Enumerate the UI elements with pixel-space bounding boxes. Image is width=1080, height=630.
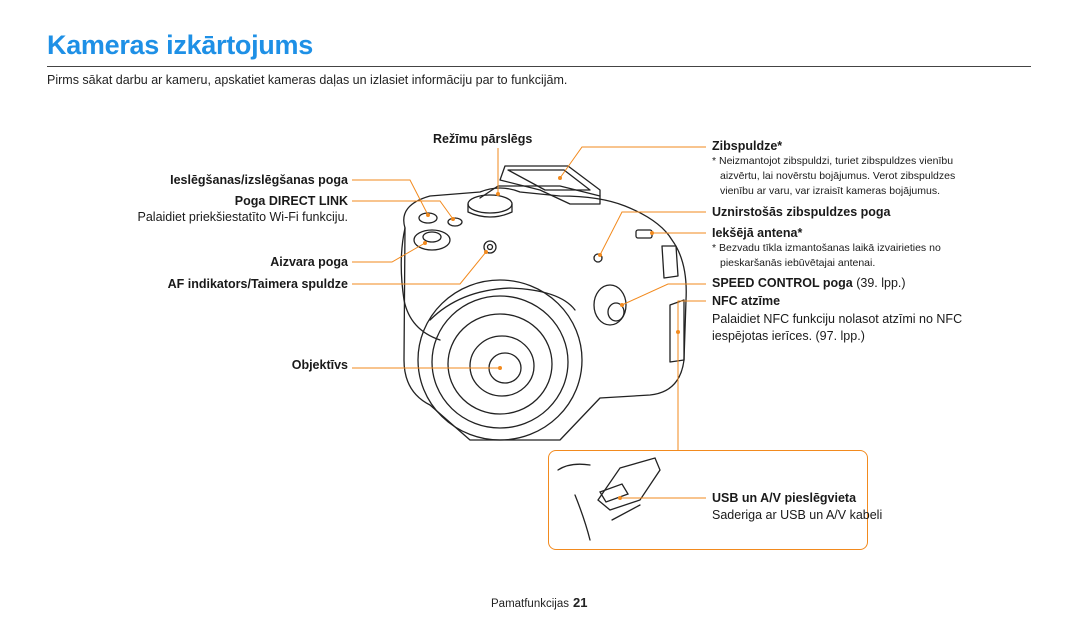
camera-body-outline (403, 187, 687, 441)
flash-unit (499, 165, 601, 205)
callout-speed-control (621, 283, 706, 306)
label-nfc: NFC atzīme (712, 294, 781, 308)
antenna-area (635, 229, 653, 239)
shutter-button-top (422, 231, 442, 243)
callout-af-lamp (352, 251, 487, 285)
lens-outer-ring (417, 279, 583, 441)
lens-ring-2 (431, 295, 569, 429)
intro-text: Pirms sākat darbu ar kameru, apskatiet k… (47, 73, 568, 87)
speed-control-name: SPEED CONTROL poga (712, 276, 853, 290)
antenna-note-line-2: pieskaršanās iebūvētajai antenai. (720, 257, 876, 269)
usb-detail-illustration (557, 457, 661, 541)
callout-power (352, 179, 429, 216)
speed-control-page-ref: (39. lpp.) (852, 276, 906, 290)
callout-direct-link (352, 200, 454, 220)
side-port-door (669, 299, 685, 363)
label-power-button: Ieslēgšanas/izslēgšanas poga (170, 173, 348, 187)
lens-ring-3 (447, 313, 553, 415)
speed-control-inner (607, 302, 625, 322)
mode-dial (467, 194, 513, 214)
label-speed-control: SPEED CONTROL poga (39. lpp.) (712, 276, 906, 290)
speed-control-button (593, 284, 627, 326)
direct-link-button (447, 217, 463, 227)
label-usb-desc: Saderiga ar USB un A/V kabeli (712, 508, 883, 522)
label-popup-button: Uznirstošās zibspuldzes poga (712, 205, 891, 219)
flash-note-line-3: vienību ar varu, var izraisīt kameras bo… (720, 185, 941, 197)
callout-dots (423, 176, 680, 500)
label-usb: USB un A/V pieslēgvieta (712, 491, 857, 505)
flash-note-line-1: * Neizmantojot zibspuldzi, turiet zibspu… (712, 155, 954, 167)
nfc-desc-line-1: Palaidiet NFC funkciju nolasot atzīmi no… (712, 312, 963, 326)
nfc-desc: Palaidiet NFC funkciju nolasot atzīmi no… (712, 311, 1012, 345)
af-lamp (483, 240, 497, 254)
flash-window (507, 169, 591, 191)
usb-detail-box (548, 450, 868, 550)
footer-section: Pamatfunkcijas (491, 598, 569, 610)
title-divider (47, 66, 1031, 67)
af-lamp-center (486, 243, 494, 251)
label-flash: Zibspuldze* (712, 139, 783, 153)
flash-note: * Neizmantojot zibspuldzi, turiet zibspu… (712, 154, 982, 199)
lens-glass (469, 335, 535, 397)
callout-shutter (352, 242, 426, 263)
lens-highlight (429, 287, 576, 321)
label-lens: Objektīvs (291, 358, 348, 372)
callout-nfc (677, 300, 706, 332)
callout-popup (599, 211, 706, 256)
antenna-note: * Bezvadu tīkla izmantošanas laikā izvai… (712, 241, 982, 271)
antenna-note-line-1: * Bezvadu tīkla izmantošanas laikā izvai… (712, 242, 941, 254)
callout-flash (559, 146, 706, 179)
page-number: 21 (572, 595, 588, 610)
label-antenna: Iekšējā antena* (712, 226, 803, 240)
popup-button (593, 253, 603, 263)
nfc-desc-line-2: iespējotas ierīces. (97. lpp.) (712, 329, 865, 343)
callout-lines (352, 146, 706, 499)
label-mode-dial: Režīmu pārslēgs (433, 132, 533, 146)
mode-dial-side (467, 203, 513, 218)
label-shutter: Aizvara poga (270, 255, 348, 269)
label-direct-link-desc: Palaidiet priekšiestatīto Wi-Fi funkciju… (137, 210, 349, 224)
strap-lug (661, 245, 679, 279)
label-af-lamp: AF indikators/Taimera spuldze (167, 277, 348, 291)
flash-note-line-2: aizvērtu, lai novērstu bojājumus. Verot … (720, 170, 956, 182)
shutter-button (413, 229, 451, 251)
page-title: Kameras izkārtojums (47, 30, 313, 60)
label-direct-link: Poga DIRECT LINK (234, 194, 348, 208)
flash-housing-outline (479, 185, 601, 199)
